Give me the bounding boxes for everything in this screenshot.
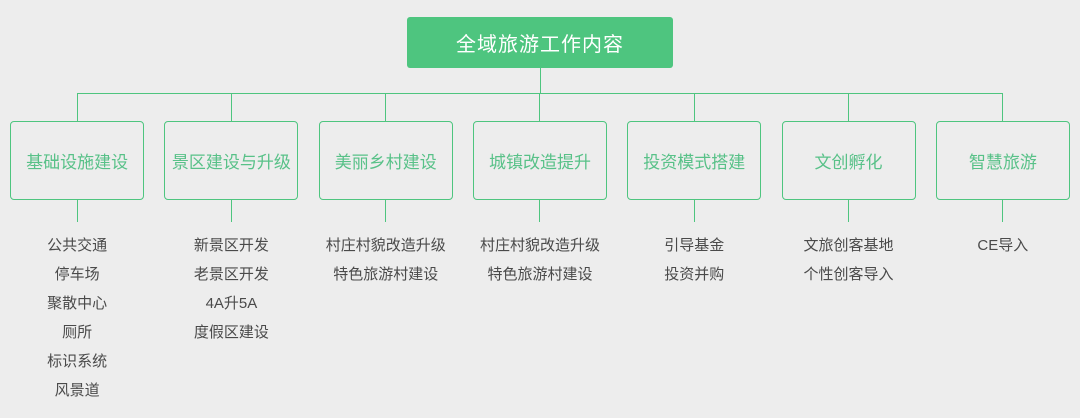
branch-item-list: 村庄村貌改造升级特色旅游村建设	[326, 231, 446, 289]
branch-item-list: 新景区开发老景区开发 4A升5A 度假区建设	[194, 231, 269, 347]
root-connector-line	[540, 68, 541, 93]
branch-node: 智慧旅游	[935, 121, 1070, 200]
branch-item-list: 公共交通停车场聚散中心厕所标识系统风景道	[47, 231, 107, 405]
branch-item: 村庄村貌改造升级	[479, 237, 600, 254]
branch-node-label: 智慧旅游	[968, 153, 1037, 172]
branch-node: 投资模式搭建	[627, 121, 762, 200]
branch-connector-bottom	[693, 200, 695, 222]
branch-node: 美丽乡村建设	[318, 121, 453, 200]
branch-column: 投资模式搭建 引导基金投资并购	[617, 94, 771, 405]
branch-node-label: 景区建设与升级	[171, 153, 291, 172]
branch-item: 风景道	[54, 382, 100, 399]
branch-item: 村庄村貌改造升级	[325, 237, 446, 254]
root-node: 全域旅游工作内容	[407, 17, 673, 68]
branch-connector-top	[230, 94, 232, 121]
branch-item: 文旅创客基地	[803, 237, 894, 254]
branch-node: 文创孵化	[781, 121, 916, 200]
branch-item-list: CE导入	[977, 231, 1028, 260]
branch-connector-bottom	[230, 200, 232, 222]
branch-connector-top	[539, 94, 541, 121]
branch-node-label: 基础设施建设	[26, 153, 129, 172]
branch-item: 个性创客导入	[803, 266, 894, 283]
branch-item: 引导基金	[664, 237, 725, 254]
branch-item: 度假区建设	[193, 324, 269, 341]
branch-column: 基础设施建设 公共交通停车场聚散中心厕所标识系统风景道	[0, 94, 154, 405]
branch-item: 厕所	[62, 324, 93, 341]
branch-item: 投资并购	[664, 266, 725, 283]
branch-item-list: 文旅创客基地个性创客导入	[804, 231, 894, 289]
branch-item: 4A升5A	[205, 295, 258, 312]
branches-row: 基础设施建设 公共交通停车场聚散中心厕所标识系统风景道 景区建设与升级 新景区开…	[0, 94, 1080, 405]
branch-node-label: 城镇改造提升	[488, 153, 591, 172]
branch-item: 聚散中心	[47, 295, 108, 312]
branch-node-label: 文创孵化	[814, 153, 883, 172]
horizontal-connector-line	[77, 93, 1003, 94]
branch-connector-bottom	[848, 200, 850, 222]
branch-column: 文创孵化 文旅创客基地个性创客导入	[771, 94, 925, 405]
branch-connector-top	[1002, 94, 1004, 121]
branch-connector-bottom	[76, 200, 78, 222]
branch-item: 老景区开发	[193, 266, 269, 283]
branch-node: 城镇改造提升	[472, 121, 607, 200]
branch-connector-top	[76, 94, 78, 121]
branch-column: 智慧旅游 CE导入	[926, 94, 1080, 405]
branch-connector-top	[848, 94, 850, 121]
branch-item: 特色旅游村建设	[333, 266, 439, 283]
branch-item: 标识系统	[47, 353, 108, 370]
root-node-label: 全域旅游工作内容	[456, 34, 624, 56]
branch-connector-top	[385, 94, 387, 121]
branch-item: CE导入	[977, 237, 1029, 254]
branch-item: 新景区开发	[193, 237, 269, 254]
branch-column: 景区建设与升级 新景区开发老景区开发 4A升5A 度假区建设	[154, 94, 308, 405]
branch-item: 特色旅游村建设	[487, 266, 593, 283]
branch-connector-top	[693, 94, 695, 121]
branch-column: 城镇改造提升 村庄村貌改造升级特色旅游村建设	[463, 94, 617, 405]
branch-node: 基础设施建设	[10, 121, 145, 200]
branch-node: 景区建设与升级	[164, 121, 299, 200]
branch-connector-bottom	[539, 200, 541, 222]
branch-item-list: 村庄村貌改造升级特色旅游村建设	[480, 231, 600, 289]
branch-item: 公共交通	[47, 237, 108, 254]
branch-connector-bottom	[385, 200, 387, 222]
branch-node-label: 美丽乡村建设	[334, 153, 437, 172]
branch-item: 停车场	[54, 266, 100, 283]
branch-connector-bottom	[1002, 200, 1004, 222]
branch-node-label: 投资模式搭建	[643, 153, 746, 172]
branch-column: 美丽乡村建设 村庄村貌改造升级特色旅游村建设	[309, 94, 463, 405]
branch-item-list: 引导基金投资并购	[664, 231, 724, 289]
